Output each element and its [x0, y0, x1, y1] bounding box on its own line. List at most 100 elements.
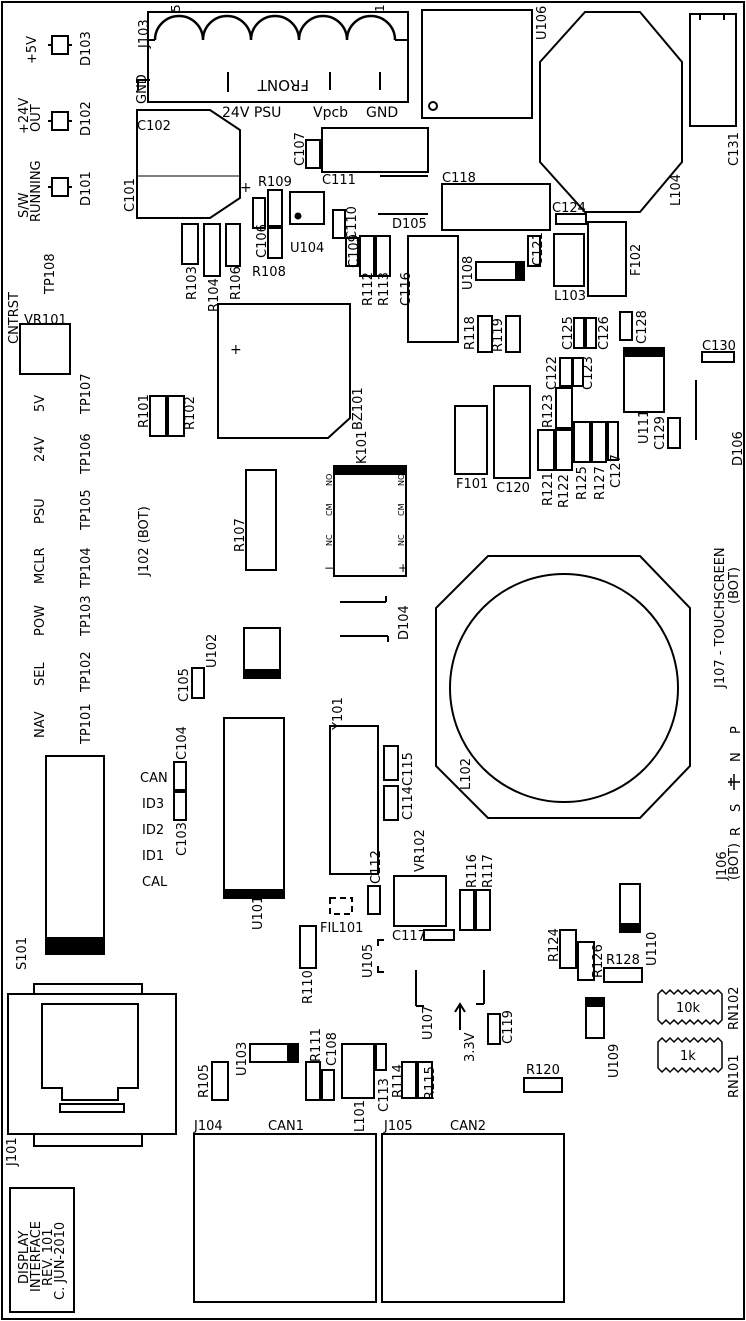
capacitor-c120 [493, 385, 531, 479]
label-f101: F101 [456, 477, 488, 492]
capacitor-c130 [701, 351, 735, 363]
label-l103: L103 [554, 289, 586, 304]
ic-u101 [223, 717, 285, 899]
label-d103: D103 [79, 31, 94, 66]
label-c118: C118 [442, 171, 476, 186]
label-k101-plus: + [398, 561, 408, 575]
label-c106: C106 [255, 224, 270, 258]
label-u102: U102 [205, 634, 220, 668]
label-can: CAN [140, 771, 168, 786]
resistor-network-rn101 [657, 1036, 723, 1074]
capacitor-c122 [559, 357, 573, 387]
label-interface: INTERFACE [29, 1221, 44, 1292]
label-r110: R110 [301, 970, 316, 1004]
label-c116: C116 [399, 272, 414, 306]
label-d105: D105 [392, 217, 427, 232]
label-n: N [729, 752, 744, 762]
label-j106-bot: (BOT) [727, 843, 742, 880]
label-gnd-left: GND [135, 74, 150, 104]
label-c121: C121 [531, 232, 546, 266]
label-r116: R116 [465, 854, 480, 888]
label-d101: D101 [79, 171, 94, 206]
resistor-r103 [181, 223, 199, 265]
label-c126: C126 [597, 316, 612, 350]
label-tp101: TP101 [79, 703, 94, 745]
label-k101-cm-right: CM [397, 503, 406, 516]
label-d106: D106 [731, 431, 746, 466]
label-r101: R101 [137, 394, 152, 428]
label-tp108: TP108 [43, 253, 58, 295]
label-c113: C113 [377, 1078, 392, 1112]
label-r114: R114 [391, 1064, 406, 1098]
label-j106: J106 [715, 851, 730, 881]
resistor-r124 [559, 929, 577, 969]
capacitor-c106 [267, 189, 283, 227]
fuse-f102 [587, 221, 627, 297]
label-c117: C117 [392, 929, 426, 944]
led-d101 [48, 177, 72, 197]
fuse-f101 [454, 405, 488, 475]
label-u111: U111 [637, 410, 652, 444]
label-c125: C125 [561, 316, 576, 350]
resistor-r118 [477, 315, 493, 353]
capacitor-c112 [367, 885, 381, 915]
label-c103: C103 [175, 822, 190, 856]
label-l102: L102 [459, 758, 474, 790]
label-k101-no-left: NO [325, 474, 334, 486]
label-r: R [729, 827, 744, 836]
inductor-l101 [341, 1043, 375, 1099]
resistor-r123 [555, 387, 573, 429]
resistor-r113 [375, 235, 391, 277]
label-date: C. JUN-2010 [53, 1222, 68, 1300]
label-k101-no-right: NO [397, 474, 406, 486]
label-c127: C127 [609, 454, 624, 488]
label-1k: 1k [680, 1049, 696, 1064]
label-id2: ID2 [142, 823, 164, 838]
label-24v: 24V [33, 436, 48, 462]
label-5v: 5V [33, 395, 48, 412]
label-f102: F102 [629, 244, 644, 276]
label-c109: C109 [347, 234, 362, 268]
trimmer-vr101 [19, 323, 71, 375]
label-c131: C131 [727, 132, 742, 166]
label-s: S [729, 804, 744, 812]
label-j107-bot: (BOT) [727, 567, 742, 604]
capacitor-c107 [305, 139, 321, 169]
resistor-r112 [359, 235, 375, 277]
capacitor-c104 [173, 761, 187, 791]
label-c101: C101 [123, 178, 138, 212]
capacitor-c108 [321, 1069, 335, 1101]
label-k101-nc-left: NC [325, 534, 334, 546]
label-j103-pin1: 1 [373, 4, 387, 12]
label-l104: L104 [669, 174, 684, 206]
resistor-r116 [459, 889, 475, 931]
ground-icon [728, 774, 740, 790]
connector-j105 [381, 1133, 565, 1303]
label-j103: J103 [137, 19, 152, 49]
label-bz101: BZ101 [351, 387, 366, 430]
label-r104: R104 [207, 278, 222, 312]
label-r112: R112 [361, 272, 376, 306]
label-front: FRONT [257, 76, 309, 94]
label-d104: D104 [397, 605, 412, 640]
led-d103 [48, 35, 72, 55]
capacitor-c126 [585, 317, 597, 349]
label-d102: D102 [79, 101, 94, 136]
capacitor-c129 [667, 417, 681, 449]
label-rn101: RN101 [727, 1054, 742, 1098]
led-d102 [48, 111, 72, 131]
ic-u106 [421, 9, 533, 119]
label-u106: U106 [535, 6, 550, 40]
capacitor-c116 [407, 235, 459, 343]
label-r124: R124 [547, 928, 562, 962]
label-tp107: TP107 [79, 373, 94, 415]
label-r120: R120 [526, 1063, 560, 1078]
label-nav: NAV [33, 711, 48, 738]
label-c112: C112 [369, 850, 384, 884]
label-y101: Y101 [331, 697, 346, 731]
label-r127: R127 [593, 466, 608, 500]
resistor-r101 [149, 395, 167, 437]
label-plus-bz101: + [230, 342, 242, 358]
capacitor-c105 [191, 667, 205, 699]
